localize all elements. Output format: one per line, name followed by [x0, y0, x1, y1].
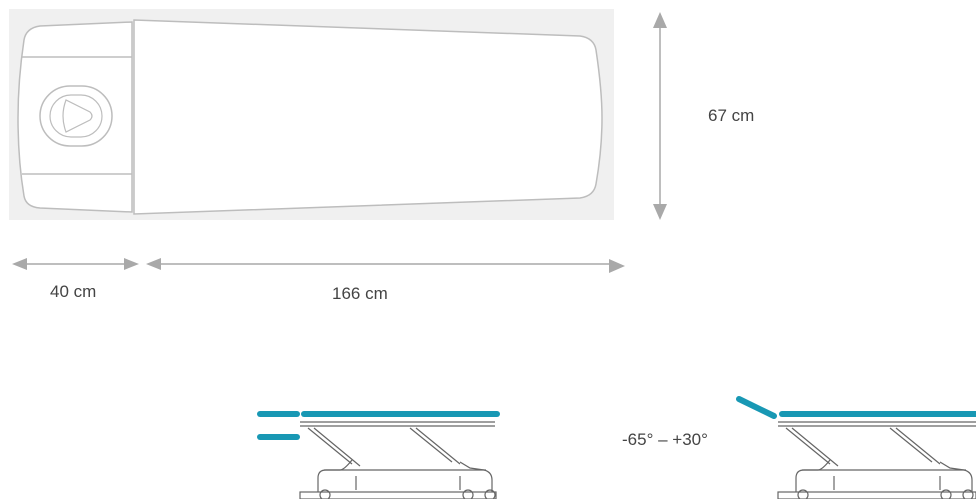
width-arrow-head-bottom	[653, 204, 667, 220]
tilted-head-pad	[736, 396, 777, 419]
head-length-label: 40 cm	[50, 282, 97, 301]
width-arrow-head-top	[653, 12, 667, 28]
flat-frame	[299, 421, 497, 499]
body-section-outline	[133, 19, 603, 215]
tilt-range-label: -65° – +30°	[622, 430, 708, 449]
body-length-arrow-head-left	[146, 258, 161, 270]
face-hole-triangle	[62, 99, 93, 133]
head-length-arrow-head-left	[12, 258, 27, 270]
width-label: 67 cm	[708, 106, 755, 125]
body-length-arrow-head-right	[609, 259, 625, 273]
body-length-label: 166 cm	[332, 284, 388, 303]
tilted-frame	[777, 421, 976, 499]
head-length-arrow-head-right	[124, 258, 139, 270]
